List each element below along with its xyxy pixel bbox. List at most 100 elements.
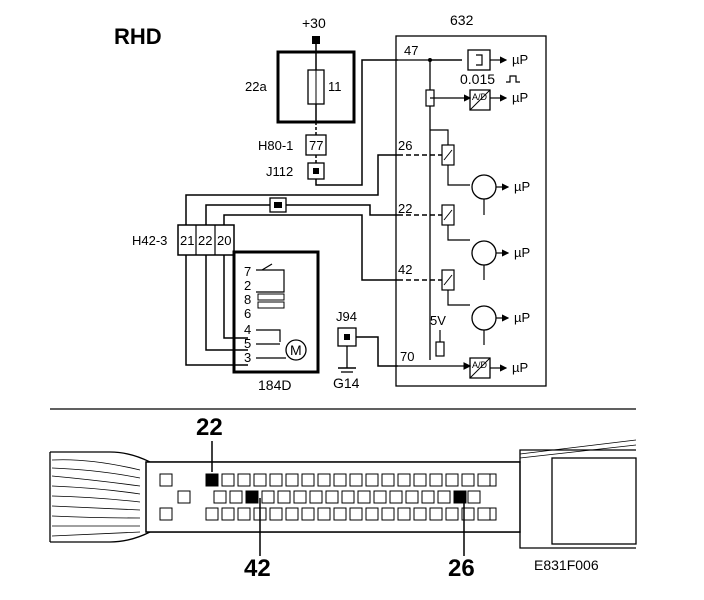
connector-pin — [349, 473, 363, 487]
h42-pin-20: 20 — [217, 233, 231, 248]
connector-pin — [325, 490, 339, 504]
connector-pin — [205, 473, 219, 487]
connector-pin — [285, 473, 299, 487]
driver-row-42: 42 µP — [398, 262, 530, 345]
connector-pin — [205, 507, 219, 521]
ecu-label: 632 — [450, 12, 474, 28]
j94-label: J94 — [336, 309, 357, 324]
connector-pin — [365, 507, 379, 521]
connector-pin — [341, 490, 355, 504]
connector-pin — [421, 490, 435, 504]
mup-2: µP — [512, 90, 528, 105]
connector-pin — [477, 507, 491, 521]
callout-26: 26 — [448, 555, 475, 582]
connector-pin — [301, 507, 315, 521]
connector-pin — [373, 490, 387, 504]
connector-pin — [357, 490, 371, 504]
supply-5v: 5V — [430, 313, 446, 328]
connector-pin — [293, 490, 307, 504]
fuse-left-label: 22a — [245, 79, 267, 94]
connector-pin — [317, 507, 331, 521]
connector-pin — [445, 507, 459, 521]
h42-pin-22: 22 — [198, 233, 212, 248]
motor-unit-box — [232, 250, 320, 374]
connector-pin — [349, 507, 363, 521]
connector-pin — [301, 473, 315, 487]
motor-label: 184D — [258, 377, 291, 393]
connector-pad — [467, 490, 481, 504]
motor-pin-3: 3 — [244, 350, 251, 365]
mup-4: µP — [514, 245, 530, 260]
connector-pin — [269, 507, 283, 521]
connector-pin — [413, 473, 427, 487]
motor-m: M — [290, 342, 302, 358]
j112-label: J112 — [266, 164, 293, 179]
power-terminal — [312, 36, 320, 44]
port-42: 42 — [398, 262, 412, 277]
ecu-pin-top: 47 — [404, 43, 418, 58]
motor-pin-8: 8 — [244, 292, 251, 307]
connector-pin — [333, 507, 347, 521]
mup-6: µP — [512, 360, 528, 375]
ecu-box — [395, 35, 547, 387]
power-label: +30 — [302, 15, 326, 31]
fuse-right-label: 11 — [328, 79, 342, 94]
timer-block — [467, 49, 491, 71]
connector-pin — [381, 507, 395, 521]
ground-label: G14 — [333, 375, 360, 391]
mup-1: µP — [512, 52, 528, 67]
connector-pin — [461, 507, 475, 521]
connector-pin — [237, 473, 251, 487]
ecu-pin-bottom: 70 — [400, 349, 414, 364]
connector-pin — [381, 473, 395, 487]
connector-pin — [261, 490, 275, 504]
fuse-box — [276, 50, 356, 124]
connector-pad — [177, 490, 191, 504]
h80-pin: 77 — [309, 138, 323, 153]
connector-pin — [405, 490, 419, 504]
connector-pin — [277, 490, 291, 504]
connector-pin — [269, 473, 283, 487]
connector-pin — [453, 490, 467, 504]
connector-pin — [429, 473, 443, 487]
connector-pad — [159, 473, 173, 487]
title-label: RHD — [114, 24, 162, 49]
connector-pin — [285, 507, 299, 521]
figure-code: E831F006 — [534, 557, 599, 573]
h80-label: H80-1 — [258, 138, 293, 153]
connector-pin — [309, 490, 323, 504]
motor-pin-2: 2 — [244, 278, 251, 293]
connector-pin — [477, 473, 491, 487]
time-constant: 0.015 — [460, 71, 495, 87]
connector-pad — [159, 507, 173, 521]
connector-pin — [429, 507, 443, 521]
h42-label: H42-3 — [132, 233, 167, 248]
connector-pin — [389, 490, 403, 504]
driver-row-26: 26 µP — [398, 129, 530, 215]
connector-pin — [237, 507, 251, 521]
motor-pin-4: 4 — [244, 322, 251, 337]
ad-bottom-label: A/D — [472, 360, 488, 370]
connector-pin — [413, 507, 427, 521]
connector-pin — [397, 507, 411, 521]
driver-row-22: 22 µP — [398, 201, 530, 280]
callout-42: 42 — [244, 555, 271, 582]
port-22: 22 — [398, 201, 412, 216]
h42-pin-21: 21 — [180, 233, 194, 248]
port-26: 26 — [398, 138, 412, 153]
connector-pin — [333, 473, 347, 487]
mup-3: µP — [514, 179, 530, 194]
connector-pin — [253, 473, 267, 487]
motor-pin-5: 5 — [244, 336, 251, 351]
motor-symbol — [285, 339, 307, 361]
connector-pin — [245, 490, 259, 504]
motor-pin-7: 7 — [244, 264, 251, 279]
connector-pin — [365, 473, 379, 487]
connector-pin — [317, 473, 331, 487]
connector-pin — [221, 473, 235, 487]
connector-pin — [397, 473, 411, 487]
ad-top-label: A/D — [472, 92, 488, 102]
connector-pin — [213, 490, 227, 504]
